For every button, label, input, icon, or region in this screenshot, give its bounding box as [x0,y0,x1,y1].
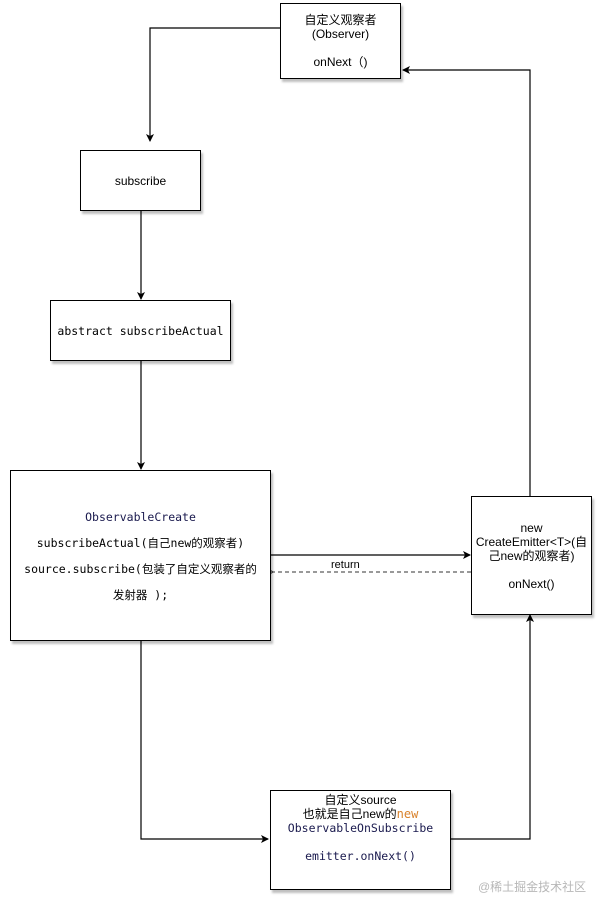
emitter-line3: 己new的观察者) [488,548,575,563]
observer-title: 自定义观察者 [304,13,377,27]
source-line2: 也就是自己new的new [303,807,419,821]
node-observable-create[interactable]: ObservableCreate subscribeActual(自己new的观… [10,470,271,641]
source-line1: 自定义source [324,793,397,807]
source-line2-prefix: 也就是自己new的 [302,807,397,821]
return-label: return [331,559,360,571]
edge-observer-to-subscribe [146,27,280,142]
abstract-label: abstract subscribeActual [57,323,224,338]
node-custom-source[interactable]: 自定义source 也就是自己new的new ObservableOnSubsc… [270,790,451,890]
source-line4: emitter.onNext() [305,849,416,863]
emitter-line1: new [520,520,543,535]
emitter-line2: CreateEmitter<T>(自 [475,534,588,549]
observable-create-line3: 发射器 ); [112,587,169,602]
watermark: @稀土掘金技术社区 [478,880,587,894]
node-subscribe[interactable]: subscribe [80,150,201,211]
source-line2-highlight: new [396,807,419,821]
node-create-emitter[interactable]: new CreateEmitter<T>(自 己new的观察者) onNext(… [471,496,592,615]
emitter-onnext: onNext() [508,576,555,591]
edge-emitter-to-observer [402,66,531,496]
observer-onnext: onNext（) [313,55,368,69]
observable-create-title: ObservableCreate [85,509,196,524]
edge-create-to-source [140,641,269,843]
node-custom-observer[interactable]: 自定义观察者 (Observer) onNext（) [280,3,401,79]
observer-subtitle: (Observer) [311,27,370,41]
subscribe-label: subscribe [114,173,167,188]
source-line3: ObservableOnSubscribe [287,821,434,835]
observable-create-line2: source.subscribe(包装了自定义观察者的 [24,561,257,576]
observable-create-line1: subscribeActual(自己new的观察者) [36,535,245,550]
edge-source-to-emitter [450,614,534,840]
node-abstract-subscribe-actual[interactable]: abstract subscribeActual [50,300,231,361]
